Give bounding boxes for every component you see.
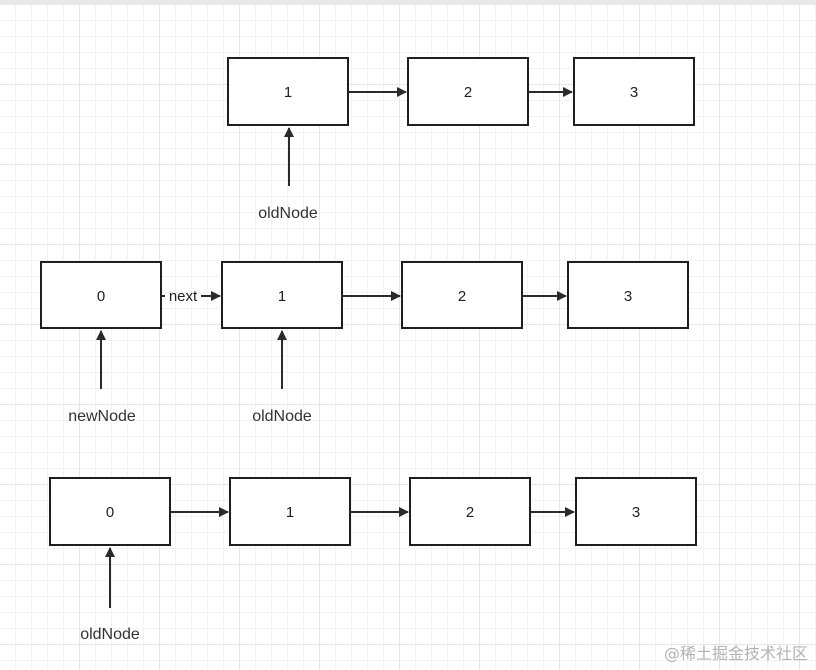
row3-node-2: 2 <box>409 477 531 546</box>
row3-node-1-value: 1 <box>286 504 294 521</box>
row1-oldnode-label: oldNode <box>258 205 318 222</box>
top-border <box>0 0 816 4</box>
row2-node-1: 1 <box>221 261 343 329</box>
row2-node-2: 2 <box>401 261 523 329</box>
row2-node-1-value: 1 <box>278 288 286 305</box>
row2-node-2-value: 2 <box>458 288 466 305</box>
row3-node-2-value: 2 <box>466 504 474 521</box>
row1-node-2-value: 2 <box>464 84 472 101</box>
row3-node-0: 0 <box>49 477 171 546</box>
row1-node-1-value: 1 <box>284 84 292 101</box>
row3-node-1: 1 <box>229 477 351 546</box>
row1-node-1: 1 <box>227 57 349 126</box>
watermark: @稀土掘金技术社区 <box>663 644 808 663</box>
row2-newnode-label: newNode <box>68 408 136 425</box>
row2-node-0: 0 <box>40 261 162 329</box>
row2-node-3: 3 <box>567 261 689 329</box>
row1: 1 2 3 oldNode <box>227 57 695 222</box>
row2-oldnode-label: oldNode <box>252 408 312 425</box>
row2-node-3-value: 3 <box>624 288 632 305</box>
row2-next-label: next <box>169 288 198 305</box>
row2-node-0-value: 0 <box>97 288 105 305</box>
row2: 0 1 2 3 next newNode o <box>40 261 689 425</box>
row1-node-2: 2 <box>407 57 529 126</box>
row1-node-3-value: 3 <box>630 84 638 101</box>
row3-node-3: 3 <box>575 477 697 546</box>
row1-node-3: 3 <box>573 57 695 126</box>
row3-oldnode-label: oldNode <box>80 626 140 643</box>
row3-node-0-value: 0 <box>106 504 114 521</box>
row3-node-3-value: 3 <box>632 504 640 521</box>
row3: 0 1 2 3 oldNode <box>49 477 697 643</box>
